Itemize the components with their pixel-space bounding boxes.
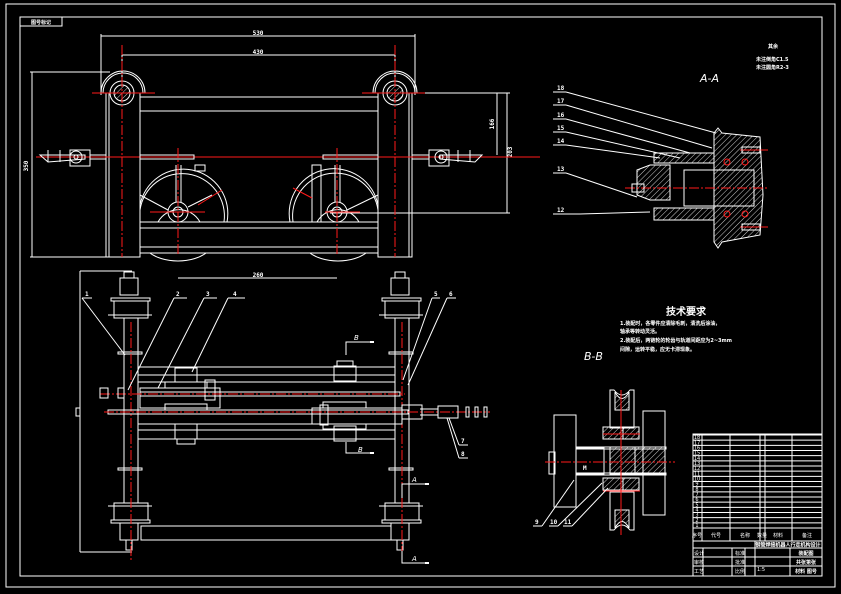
drawing-type: 装配图	[797, 550, 813, 557]
balloon-2: 2	[176, 291, 180, 298]
parts-header-cell: 代号	[711, 532, 721, 539]
parts-row-number: 16	[694, 446, 700, 452]
aa-balloons: 18 17 16 15 14 13 12	[553, 85, 717, 215]
tech-req-line-2: 轴承等转动灵活。	[620, 328, 660, 335]
parts-row-number: 7	[695, 492, 698, 498]
parts-row-number: 2	[695, 518, 698, 524]
dim-center-distance: 430	[253, 49, 264, 56]
parts-row-number: 18	[694, 435, 700, 441]
balloon-12: 12	[557, 207, 565, 214]
parts-row-number: 4	[695, 508, 698, 514]
dim-right-2: 203	[507, 146, 514, 157]
label-process: 工艺	[694, 569, 704, 575]
corner-label-box	[19, 16, 63, 27]
label-approve: 批准	[735, 559, 745, 566]
balloon-18: 18	[557, 85, 565, 92]
balloon-16: 16	[557, 112, 565, 119]
parts-row-number: 13	[694, 461, 700, 467]
top-view: 1 2 3 4 5 6 7 8 B B A A	[75, 270, 490, 564]
project-title: 钢管焊接机器人行走机构设计	[755, 542, 820, 549]
corner-label: 图号标记	[31, 19, 51, 26]
label-design: 设计	[694, 550, 704, 557]
balloon-4: 4	[233, 291, 237, 298]
balloon-13: 13	[557, 166, 565, 173]
material-drawing-no: 材料 图号	[795, 568, 817, 575]
dim-right-1: 166	[489, 118, 496, 129]
label-review: 审核	[694, 559, 704, 566]
thread-note: M	[583, 465, 587, 472]
dim-wheel-spacing: 260	[253, 272, 264, 279]
parts-list: 序号 代号 名称数量材料 备注 181716151413121110987654321	[692, 434, 823, 541]
label-standard: 标准	[735, 550, 745, 557]
balloon-7: 7	[461, 438, 465, 445]
parts-header-cell: 名称	[740, 532, 750, 539]
tech-req-title: 技术要求	[666, 305, 707, 318]
balloon-5: 5	[434, 291, 438, 298]
parts-row-number: 12	[694, 466, 700, 472]
parts-row-number: 6	[695, 497, 698, 503]
section-mark-a-bottom: A	[411, 555, 417, 563]
balloon-1: 1	[85, 291, 89, 298]
parts-row-number: 15	[694, 451, 700, 457]
balloon-10: 10	[550, 519, 558, 526]
parts-row-number: 11	[694, 471, 700, 477]
scale-value: 1:5	[757, 567, 765, 573]
dim-overall-width: 530	[253, 30, 264, 37]
top-notes: 其余 未注倒角C1.5 未注圆角R2-3	[755, 43, 789, 71]
parts-row-number: 1	[695, 523, 698, 529]
section-aa-label: A-A	[699, 72, 719, 85]
balloon-15: 15	[557, 125, 565, 132]
parts-header-cell: 材料	[773, 532, 783, 539]
section-bb-label: B-B	[584, 350, 603, 363]
tech-req-line-1: 1.装配时，各零件应清除毛刺，清洗后涂油，	[620, 320, 720, 327]
balloon-9: 9	[535, 519, 539, 526]
balloon-11: 11	[564, 519, 572, 526]
parts-row-number: 14	[694, 456, 700, 462]
surface-note: 其余	[768, 43, 779, 50]
technical-requirements: 技术要求 1.装配时，各零件应清除毛刺，清洗后涂油， 轴承等转动灵活。 2.装配…	[620, 305, 732, 353]
title-block: 钢管焊接机器人行走机构设计 设计 审核 工艺 标准 批准 比例 1:5 装配图 …	[692, 433, 823, 577]
parts-row-number: 9	[695, 482, 698, 488]
dim-height: 350	[23, 160, 30, 171]
tech-req-line-3: 2.装配后，两链轮的轮齿与轨道间距应为2~3mm	[620, 337, 732, 344]
parts-row-number: 10	[694, 477, 700, 483]
parts-row-number: 8	[695, 487, 698, 493]
balloon-8: 8	[461, 451, 465, 458]
section-mark-b-bottom: B	[358, 446, 363, 454]
parts-row-number: 5	[695, 502, 698, 508]
parts-header-cell: 序号	[692, 532, 702, 539]
parts-header-cell: 数量	[757, 532, 767, 539]
balloon-17: 17	[557, 98, 565, 105]
chamfer-note-2: 未注圆角R2-3	[755, 64, 789, 71]
sheet-count: 共张第张	[796, 559, 817, 566]
chamfer-note-1: 未注倒角C1.5	[755, 56, 789, 63]
section-aa-view: A-A 18 17 16 15 14 13	[553, 72, 768, 249]
parts-row-number: 3	[695, 513, 698, 519]
balloon-14: 14	[557, 138, 565, 145]
parts-header-cell: 备注	[802, 532, 812, 539]
section-mark-a-top: A	[411, 476, 417, 484]
tech-req-line-4: 间隙，运转平稳，应无卡滞现象。	[620, 346, 695, 353]
section-bb-view: B-B M 9 10 11	[533, 350, 675, 535]
balloon-6: 6	[449, 291, 453, 298]
balloon-3: 3	[206, 291, 210, 298]
section-mark-b-top: B	[354, 334, 359, 342]
front-view: 530 430 350 166 203	[23, 30, 540, 279]
parts-row-number: 17	[694, 440, 700, 446]
outer-border	[5, 3, 836, 588]
inner-border	[19, 16, 823, 577]
label-scale: 比例	[735, 568, 745, 575]
